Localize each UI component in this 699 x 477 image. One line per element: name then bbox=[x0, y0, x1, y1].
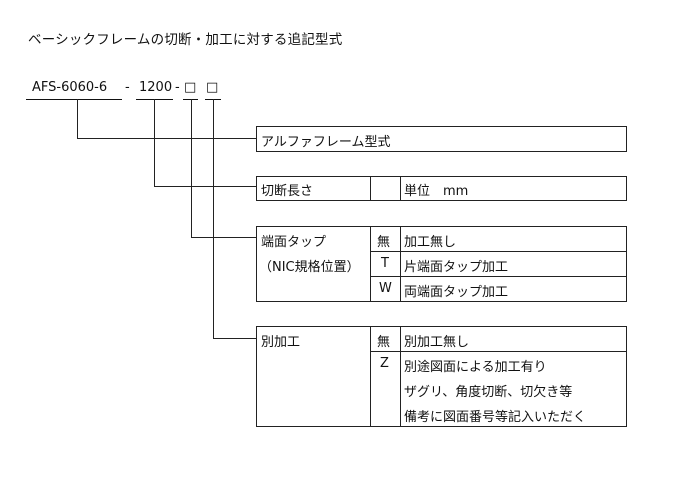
extra-desc: 別加工無し bbox=[404, 335, 470, 350]
divider bbox=[370, 177, 371, 200]
tap-box: 端面タップ （NIC規格位置） 無 加工無し T 片端面タップ加工 W 両端面タ… bbox=[256, 226, 627, 302]
extra-box: 別加工 無 別加工無し Z 別途図面による加工有り ザグリ、角度切断、切欠き等 … bbox=[256, 326, 627, 427]
row-divider bbox=[370, 251, 626, 252]
length-code: 1200 bbox=[139, 80, 173, 95]
divider bbox=[370, 327, 371, 426]
extra-connector bbox=[213, 99, 256, 339]
tap-code: T bbox=[381, 256, 389, 271]
tap-box-label: 端面タップ bbox=[261, 235, 327, 250]
extra-code: Z bbox=[380, 356, 389, 371]
row-divider bbox=[370, 351, 626, 352]
model-underline bbox=[26, 99, 122, 100]
model-code: AFS-6060-6 bbox=[32, 80, 108, 95]
model-box: アルファフレーム型式 bbox=[256, 126, 627, 152]
divider bbox=[400, 177, 401, 200]
model-connector bbox=[77, 99, 256, 139]
diagram-title: ベーシックフレームの切断・加工に対する追記型式 bbox=[28, 32, 343, 48]
extra-box-label: 別加工 bbox=[261, 335, 301, 350]
tap-desc: 両端面タップ加工 bbox=[404, 285, 509, 300]
tap-box-sublabel: （NIC規格位置） bbox=[259, 260, 360, 275]
tap-connector bbox=[191, 99, 256, 238]
row-divider bbox=[370, 276, 626, 277]
tap-option-box: □ bbox=[184, 80, 197, 95]
length-box: 切断長さ 単位 mm bbox=[256, 176, 627, 201]
tap-desc: 片端面タップ加工 bbox=[404, 260, 509, 275]
code-separator: - bbox=[125, 80, 130, 95]
model-box-label: アルファフレーム型式 bbox=[261, 135, 391, 150]
length-connector bbox=[154, 99, 256, 187]
length-unit: 単位 mm bbox=[404, 184, 469, 199]
divider bbox=[370, 227, 371, 301]
extra-note: ザグリ、角度切断、切欠き等 bbox=[404, 385, 573, 400]
extra-option-box: □ bbox=[206, 80, 219, 95]
tap-option-underline bbox=[183, 99, 198, 100]
divider bbox=[400, 227, 401, 301]
divider bbox=[400, 327, 401, 426]
extra-code: 無 bbox=[377, 335, 391, 350]
code-separator: - bbox=[175, 80, 180, 95]
length-box-label: 切断長さ bbox=[261, 184, 314, 199]
extra-desc: 別途図面による加工有り bbox=[404, 360, 547, 375]
tap-code: W bbox=[379, 281, 392, 296]
tap-code: 無 bbox=[377, 235, 391, 250]
tap-desc: 加工無し bbox=[404, 235, 457, 250]
extra-note: 備考に図面番号等記入いただく bbox=[404, 410, 587, 425]
